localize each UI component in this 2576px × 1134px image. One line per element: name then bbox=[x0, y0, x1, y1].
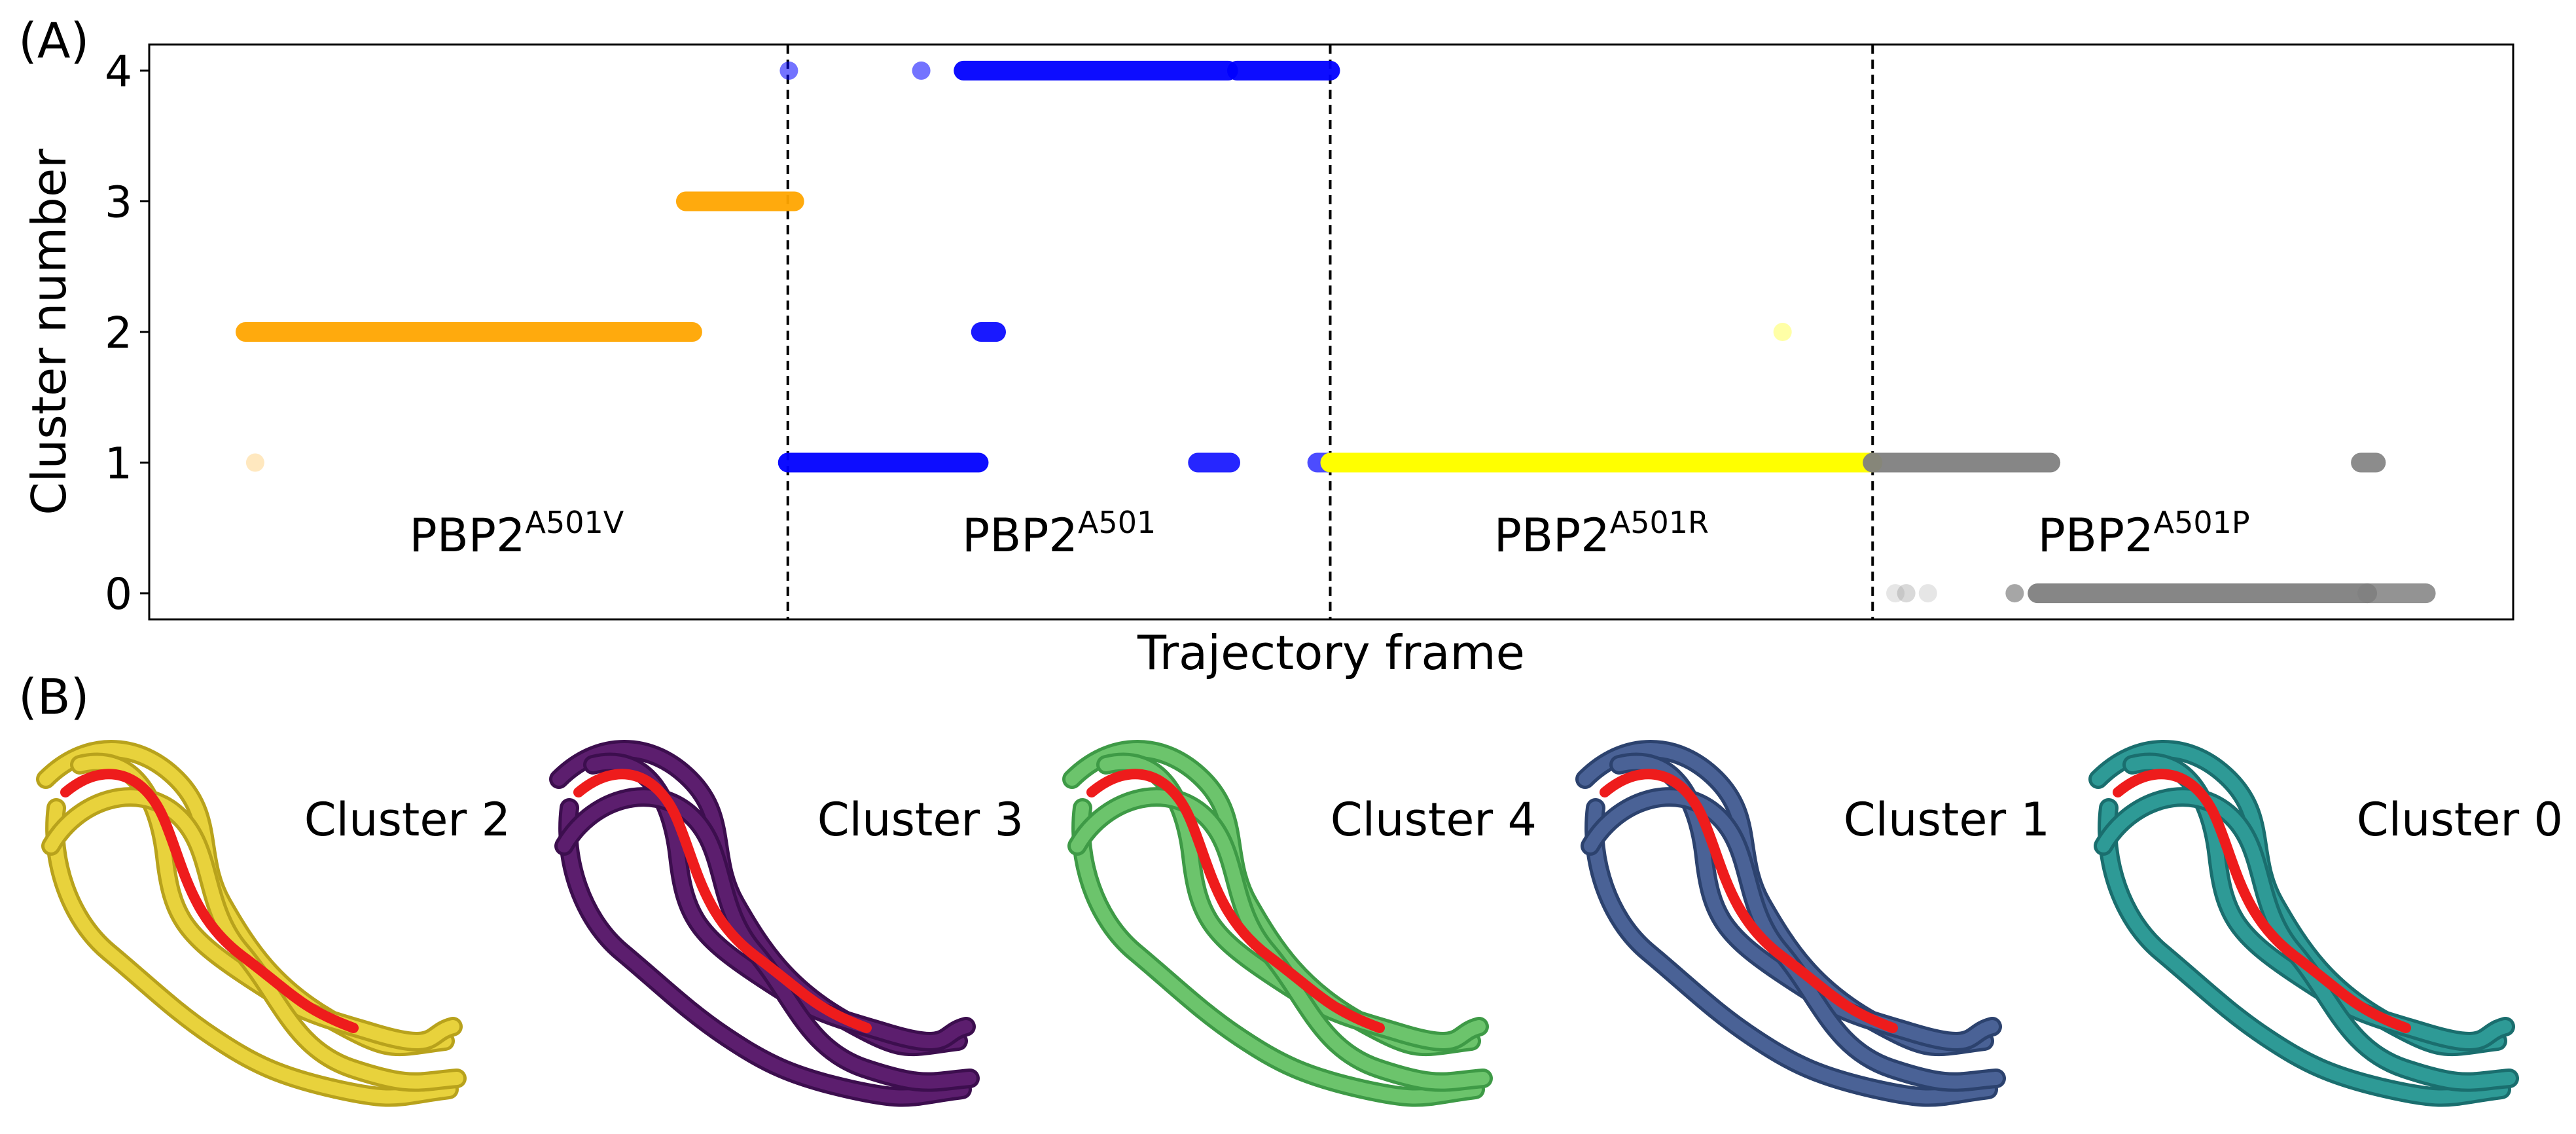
y-axis-label: Cluster number bbox=[22, 149, 77, 515]
data-point bbox=[779, 61, 798, 80]
cluster-structures-row: Cluster 2 Cluster 3 Cluster 4 Cluster 1 Clus… bbox=[0, 733, 2563, 1126]
ribbon-structure-image bbox=[36, 740, 467, 1107]
ribbon-structure-image bbox=[549, 740, 980, 1107]
data-point bbox=[912, 61, 931, 80]
cluster-structure-1: Cluster 3 bbox=[549, 740, 1024, 1107]
x-axis-label: Trajectory frame bbox=[1137, 625, 1525, 680]
y-tick-label: 1 bbox=[105, 439, 132, 489]
data-point bbox=[1773, 323, 1792, 341]
section-labels: PBP2A501V PBP2A501 PBP2A501R PBP2A501P bbox=[410, 505, 2250, 562]
section-dividers bbox=[786, 45, 1874, 619]
cluster-structure-0: Cluster 2 bbox=[36, 740, 510, 1107]
y-tick-label: 4 bbox=[105, 46, 132, 97]
data-point bbox=[1897, 584, 1916, 603]
cluster-structure-4: Cluster 0 bbox=[2088, 740, 2563, 1107]
cluster-label: Cluster 0 bbox=[2357, 793, 2563, 847]
data-point bbox=[245, 453, 264, 472]
data-points bbox=[236, 60, 2436, 604]
panel-b-label: (B) bbox=[18, 669, 90, 725]
cluster-label: Cluster 2 bbox=[304, 793, 510, 847]
data-point bbox=[2005, 584, 2024, 603]
y-tick-label: 0 bbox=[105, 569, 132, 619]
cluster-label: Cluster 1 bbox=[1844, 793, 2050, 847]
cluster-label: Cluster 3 bbox=[817, 793, 1024, 847]
ribbon-structure-image bbox=[2088, 740, 2519, 1107]
section-label: PBP2A501V bbox=[410, 505, 624, 562]
section-label: PBP2A501R bbox=[1494, 505, 1709, 562]
data-point bbox=[1918, 584, 1937, 603]
cluster-structure-2: Cluster 4 bbox=[1062, 740, 1537, 1107]
panel-a-label: (A) bbox=[18, 13, 90, 69]
cluster-scatter-chart: PBP2A501V PBP2A501 PBP2A501R PBP2A501P 0 1 2 3… bbox=[22, 43, 2514, 680]
cluster-structure-3: Cluster 1 bbox=[1575, 740, 2050, 1107]
y-tick-label: 3 bbox=[105, 177, 132, 227]
y-tick-label: 2 bbox=[105, 308, 132, 358]
data-point bbox=[1886, 584, 1905, 603]
section-label: PBP2A501P bbox=[2038, 505, 2250, 562]
y-axis: 0 1 2 3 4 bbox=[105, 46, 149, 619]
ribbon-structure-image bbox=[1062, 740, 1493, 1107]
cluster-label: Cluster 4 bbox=[1331, 793, 1537, 847]
ribbon-structure-image bbox=[1575, 740, 2006, 1107]
plot-frame bbox=[148, 43, 2514, 621]
section-label: PBP2A501 bbox=[962, 505, 1156, 562]
